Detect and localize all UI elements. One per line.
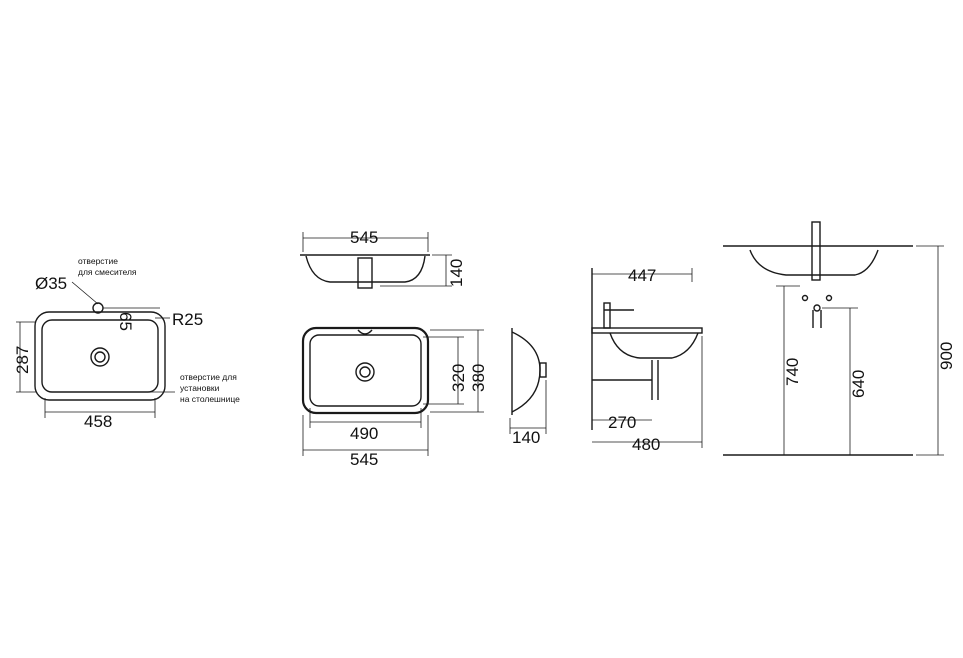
radius-label: R25 <box>172 310 203 329</box>
faucet-leader <box>71 281 99 305</box>
plan-outer <box>301 326 430 415</box>
install-faucet <box>811 221 821 281</box>
drain-tail <box>357 257 373 289</box>
outer-width-label: 545 <box>350 450 378 469</box>
section-view: 447 270 480 <box>591 266 703 454</box>
depth-label: 140 <box>447 259 466 287</box>
height-label: 287 <box>13 346 32 374</box>
plan-notch <box>357 329 373 335</box>
drain-outlet <box>813 304 821 312</box>
side-bowl-profile <box>511 331 541 413</box>
front-view: 545 140 320 380 490 545 <box>300 228 488 469</box>
label-640: 640 <box>849 370 868 398</box>
plan-inner <box>309 334 422 407</box>
top-view: отверстие для смесителя Ø35 65 R25 287 4… <box>13 256 240 431</box>
side-drain <box>539 362 547 378</box>
outer-depth-label: 380 <box>469 364 488 392</box>
drain-outer <box>90 347 110 367</box>
faucet-hole-note-1: отверстие <box>78 256 118 266</box>
basin-outer-outline <box>34 311 166 401</box>
section-top-label: 447 <box>628 266 656 285</box>
width-label: 458 <box>84 412 112 431</box>
faucet-hole-note-2: для смесителя <box>78 267 137 277</box>
inner-width-label: 490 <box>350 424 378 443</box>
label-900: 900 <box>937 342 956 370</box>
basin-inner-outline <box>41 319 159 393</box>
side-depth-label: 140 <box>512 428 540 447</box>
label-740: 740 <box>783 358 802 386</box>
side-view: 140 <box>509 328 547 447</box>
bowl-profile <box>305 255 426 283</box>
mount-note-1: отверстие для <box>180 372 237 382</box>
top-width-label: 545 <box>350 228 378 247</box>
mount-note-3: на столешнице <box>180 394 240 404</box>
install-view: 740 640 900 <box>723 221 956 456</box>
hole-diameter-label: Ø35 <box>35 274 67 293</box>
plan-drain-inner <box>359 366 371 378</box>
faucet-body <box>603 302 611 329</box>
install-bowl <box>749 249 879 276</box>
inner-depth-label: 320 <box>449 364 468 392</box>
section-bowl <box>609 332 699 359</box>
section-inner-label: 270 <box>608 413 636 432</box>
countertop <box>591 327 703 334</box>
supply-hole-left <box>801 294 809 302</box>
mount-note-2: установки <box>180 383 220 393</box>
section-total-label: 480 <box>632 435 660 454</box>
supply-hole-right <box>825 294 833 302</box>
drain-inner <box>94 351 106 363</box>
offset-label: 65 <box>116 312 135 331</box>
plan-drain-outer <box>355 362 375 382</box>
